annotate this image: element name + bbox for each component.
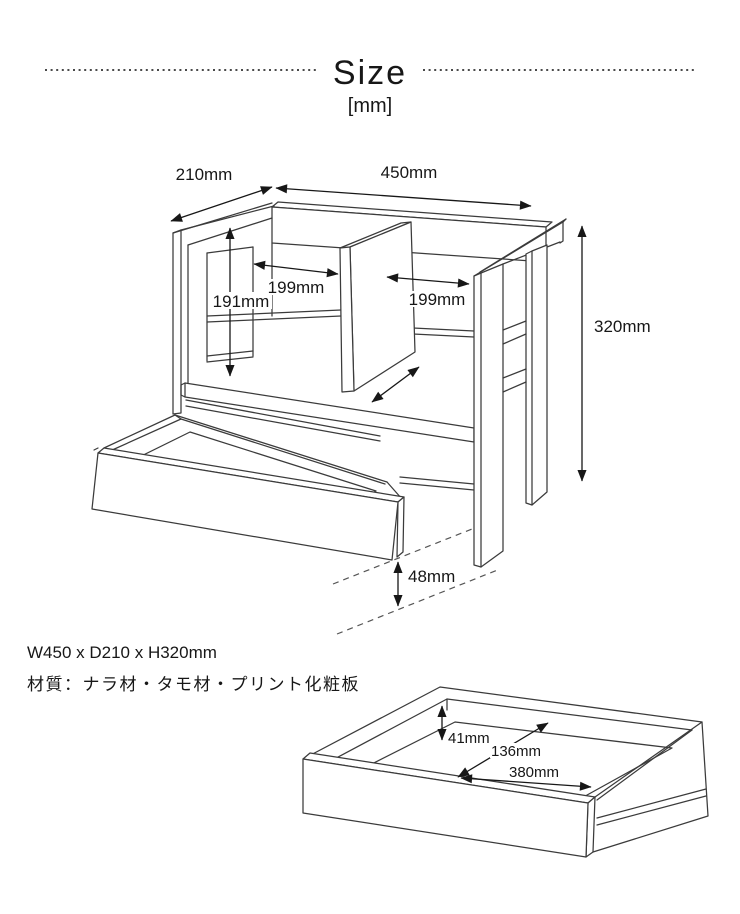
dim-label-drawer-inner-width: 380mm xyxy=(509,764,559,781)
dim-label-drawer-inner-height: 41mm xyxy=(448,730,490,747)
drawer-inner-width-label-bg xyxy=(508,764,561,779)
floor-dashed-lines xyxy=(332,528,501,635)
drawer-inner-width-arrow xyxy=(460,774,592,791)
depth-dimension-arrow xyxy=(170,186,273,222)
dim-label-drawer-inner-depth: 136mm xyxy=(491,743,541,760)
depth-label-bg xyxy=(175,166,233,182)
footer-specs: W450 x D210 x H320mm 材質：ナラ材・タモ材・プリント化粧板 xyxy=(27,643,360,694)
page-title: Size xyxy=(333,54,407,92)
right-front-leg xyxy=(473,263,504,568)
right-back-leg xyxy=(525,244,548,506)
right-compartment-label-bg xyxy=(408,291,467,307)
right-side-frame xyxy=(473,218,567,568)
dim-label-inner-height: 191mm xyxy=(213,292,270,311)
left-compartment-dimension-arrow xyxy=(253,260,339,278)
dim-label-right-compartment: 199mm xyxy=(409,290,466,309)
drawer-slide-rails xyxy=(185,399,475,491)
floor-clearance-label-bg xyxy=(406,568,456,583)
overall-size-text: W450 x D210 x H320mm xyxy=(27,643,217,662)
unit-label: [mm] xyxy=(348,95,392,117)
dim-label-floor-clearance: 48mm xyxy=(408,567,455,586)
height-label-bg xyxy=(592,318,652,334)
main-unit-dimensions: 210mm 450mm 191mm 199mm 199mm 320mm 48mm xyxy=(170,163,652,607)
middle-divider xyxy=(339,221,416,393)
dim-label-height: 320mm xyxy=(594,317,651,336)
width-dimension-arrow xyxy=(275,184,532,210)
dim-label-width: 450mm xyxy=(381,163,438,182)
dim-label-depth: 210mm xyxy=(176,165,233,184)
inner-height-label-bg xyxy=(212,292,272,309)
width-label-bg xyxy=(380,164,438,180)
pullout-direction-arrow xyxy=(371,366,420,403)
drawer-inner-depth-label-bg xyxy=(490,743,542,758)
right-compartment-dimension-arrow xyxy=(386,273,470,288)
drawer-detail-dimensions: 41mm 136mm 380mm xyxy=(437,705,592,791)
main-unit-drawing xyxy=(91,201,567,635)
material-text: 材質：ナラ材・タモ材・プリント化粧板 xyxy=(27,675,360,694)
main-drawer xyxy=(91,414,405,561)
drawer-detail-drawing xyxy=(302,686,709,858)
header: Size [mm] xyxy=(45,54,697,117)
dim-label-left-compartment: 199mm xyxy=(268,278,325,297)
left-compartment-label-bg xyxy=(267,279,326,295)
